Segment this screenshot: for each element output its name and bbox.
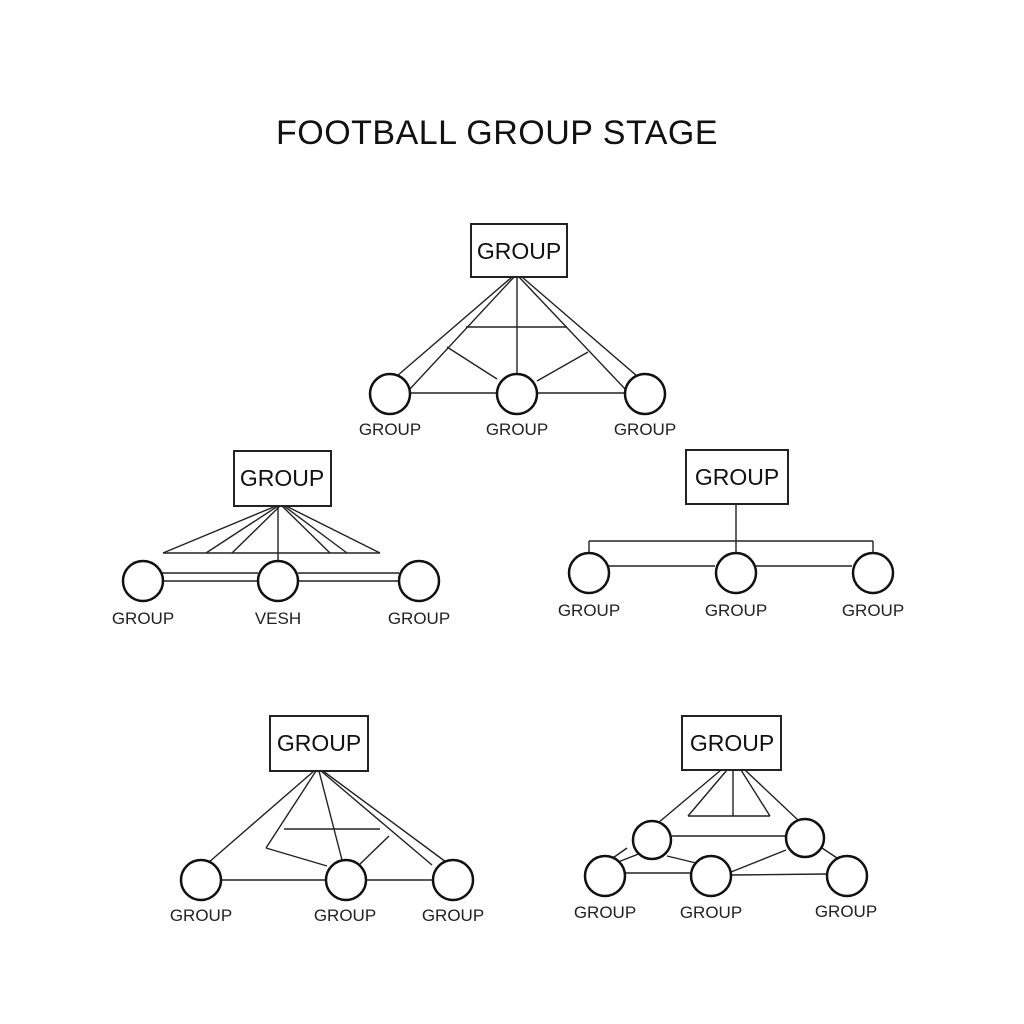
team-node-label: GROUP (359, 420, 421, 439)
team-node (256, 559, 300, 603)
team-node (689, 854, 733, 898)
team-node-label: GROUP (558, 601, 620, 620)
diagram-title: FOOTBALL GROUP STAGE (276, 114, 718, 152)
team-node-label: GROUP (314, 906, 376, 925)
team-node (784, 817, 826, 859)
cluster-4-connectors (207, 770, 447, 881)
team-node (324, 858, 368, 902)
team-node-label: GROUP (388, 609, 450, 628)
group-box-label: GROUP (477, 238, 561, 264)
team-node (397, 559, 441, 603)
team-node-label: GROUP (422, 906, 484, 925)
team-node (495, 372, 539, 416)
team-node-label: GROUP (680, 903, 742, 922)
group-box-label: GROUP (695, 464, 779, 490)
team-node (368, 372, 412, 416)
team-node (431, 858, 475, 902)
group-box (685, 449, 789, 505)
cluster-5-connectors (609, 769, 841, 876)
group-box (269, 715, 369, 772)
team-node (121, 559, 165, 603)
team-node (851, 551, 895, 595)
team-node (714, 551, 758, 595)
group-box-label: GROUP (277, 730, 361, 756)
cluster-2-connectors (162, 505, 399, 582)
team-node-label: GROUP (574, 903, 636, 922)
team-node-label: GROUP (842, 601, 904, 620)
group-cluster-3: GROUP GROUP GROUP GROUP (558, 449, 904, 620)
group-cluster-4: GROUP GROUP GROUP GROUP (170, 715, 484, 925)
team-node-label: VESH (255, 609, 301, 628)
group-box (681, 715, 782, 771)
group-box (233, 450, 332, 507)
group-box-label: GROUP (690, 730, 774, 756)
group-box-label: GROUP (240, 465, 324, 491)
team-node (623, 372, 667, 416)
group-box (470, 223, 568, 278)
team-node (179, 858, 223, 902)
team-node-label: GROUP (705, 601, 767, 620)
team-node-label: GROUP (815, 902, 877, 921)
team-node-label: GROUP (614, 420, 676, 439)
group-cluster-2: GROUP GROUP VESH GROUP (112, 450, 450, 628)
team-node (825, 854, 869, 898)
team-node (631, 819, 673, 861)
cluster-3-connectors (588, 504, 874, 567)
team-node (583, 854, 627, 898)
group-cluster-5: GROUP GROUP GROUP GROUP (574, 715, 877, 922)
group-cluster-1: GROUP GROUP GROUP GROUP (359, 223, 676, 439)
team-node-label: GROUP (112, 609, 174, 628)
team-node (567, 551, 611, 595)
team-node-label: GROUP (486, 420, 548, 439)
cluster-1-connectors (396, 276, 638, 394)
team-node-label: GROUP (170, 906, 232, 925)
